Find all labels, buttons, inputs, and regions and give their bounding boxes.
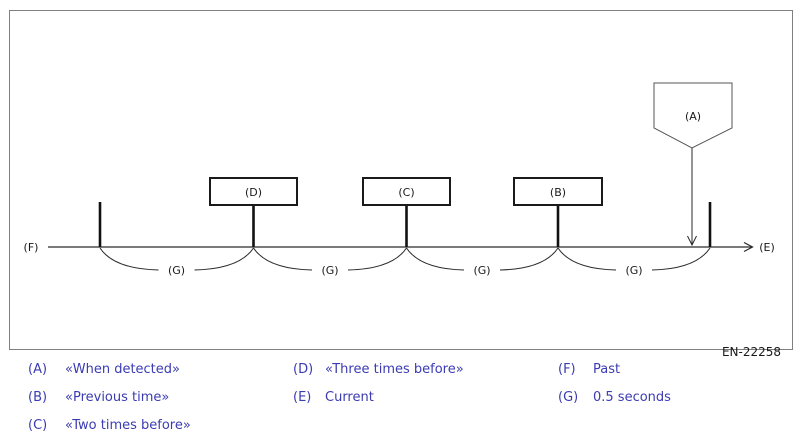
legend-text: «Two times before»	[65, 417, 191, 433]
diagram-frame: (F) (E) (D) (C) (B) (A)	[9, 10, 793, 359]
legend-entry-b: (B) «Previous time»	[28, 383, 191, 411]
legend-column-3: (F) Past (G) 0.5 seconds	[558, 355, 671, 411]
legend-key: (C)	[28, 417, 48, 433]
detection-marker-pentagon	[653, 82, 733, 149]
legend-column-2: (D) «Three times before» (E) Current	[293, 355, 464, 411]
legend-text: Past	[593, 361, 621, 377]
event-box-c	[362, 177, 451, 206]
interval-label-1: (G)	[168, 264, 185, 277]
timeline-diagram-svg: (F) (E) (D) (C) (B) (A)	[9, 10, 793, 350]
event-box-d-label: (D)	[245, 186, 262, 199]
legend-key: (G)	[558, 389, 579, 405]
legend-column-1: (A) «When detected» (B) «Previous time» …	[28, 355, 191, 439]
interval-brace-1-right	[194, 247, 254, 271]
interval-brace-1-left	[99, 247, 159, 271]
interval-label-2: (G)	[321, 264, 338, 277]
legend-entry-a: (A) «When detected»	[28, 355, 191, 383]
legend-key: (B)	[28, 389, 48, 405]
legend-entry-f: (F) Past	[558, 355, 671, 383]
legend-key: (D)	[293, 361, 314, 377]
interval-brace-2-right	[347, 247, 407, 271]
legend-entry-c: (C) «Two times before»	[28, 411, 191, 439]
interval-brace-4-left	[557, 247, 617, 271]
interval-brace-3-left	[406, 247, 465, 271]
interval-brace-3-right	[499, 247, 559, 271]
detection-marker-label: (A)	[685, 110, 701, 123]
legend-text: Current	[325, 389, 374, 405]
legend-text: «Previous time»	[65, 389, 170, 405]
current-label: (E)	[759, 241, 775, 254]
legend-text: 0.5 seconds	[593, 389, 671, 405]
legend-entry-e: (E) Current	[293, 383, 464, 411]
legend: (A) «When detected» (B) «Previous time» …	[0, 355, 803, 440]
event-box-b	[513, 177, 603, 206]
legend-key: (E)	[293, 389, 312, 405]
down-arrowhead-icon	[687, 235, 697, 247]
legend-text: «Three times before»	[325, 361, 464, 377]
past-label: (F)	[24, 241, 39, 254]
legend-entry-d: (D) «Three times before»	[293, 355, 464, 383]
interval-label-3: (G)	[473, 264, 490, 277]
legend-key: (F)	[558, 361, 576, 377]
interval-brace-2-left	[253, 247, 313, 271]
interval-brace-4-right	[651, 247, 711, 271]
interval-label-4: (G)	[625, 264, 642, 277]
event-box-b-label: (B)	[550, 186, 566, 199]
legend-text: «When detected»	[65, 361, 180, 377]
figure-id: EN-22258	[721, 345, 781, 359]
right-arrowhead-icon	[743, 241, 754, 253]
event-box-d	[209, 177, 298, 206]
legend-key: (A)	[28, 361, 48, 377]
event-box-c-label: (C)	[398, 186, 414, 199]
legend-entry-g: (G) 0.5 seconds	[558, 383, 671, 411]
